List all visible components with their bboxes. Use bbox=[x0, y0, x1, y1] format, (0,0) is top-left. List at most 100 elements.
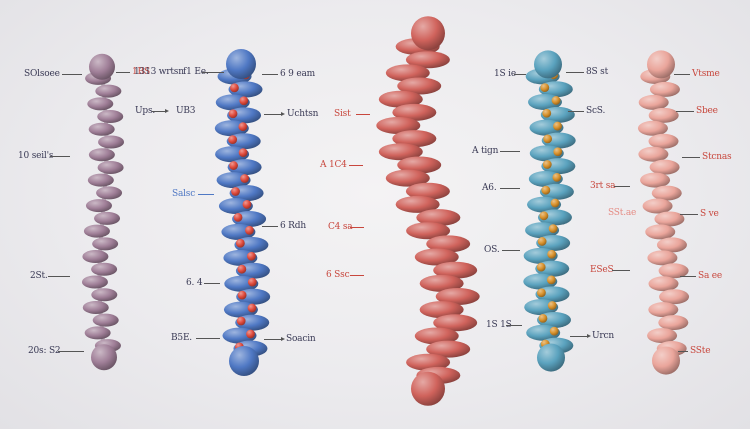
purple-chain-top-sphere bbox=[89, 53, 115, 80]
red-chain-top-sphere bbox=[411, 16, 445, 51]
red-chain-segment bbox=[392, 103, 437, 121]
pink-label-9: SSt.ae bbox=[608, 208, 637, 218]
purple-label-5: 20s: S2 bbox=[28, 346, 61, 356]
red-chain-segment bbox=[426, 235, 471, 253]
teal-chain-accent-bead bbox=[549, 326, 559, 336]
pink-leader-6 bbox=[612, 270, 630, 271]
blue-chain-accent-bead bbox=[237, 264, 247, 274]
teal-chain-accent-bead bbox=[540, 83, 550, 93]
red-chain-segment bbox=[405, 51, 450, 69]
red-chain-segment bbox=[416, 209, 461, 227]
pink-label-2: Sbee bbox=[696, 106, 718, 116]
teal-chain-accent-bead bbox=[542, 160, 552, 169]
blue-label-4: Salsc bbox=[172, 189, 196, 199]
pink-label-7: Sa ee bbox=[698, 271, 723, 281]
blue-leader-9 bbox=[264, 112, 285, 116]
blue-chain-accent-bead bbox=[233, 212, 243, 222]
red-chain-segment bbox=[426, 340, 471, 358]
red-chain-segment bbox=[405, 182, 450, 200]
blue-leader-6 bbox=[196, 338, 220, 339]
red-label-4: 6 Ssc bbox=[326, 270, 350, 280]
teal-chain-accent-bead bbox=[547, 249, 557, 259]
purple-leader-3 bbox=[50, 156, 70, 157]
blue-chain-accent-bead bbox=[236, 316, 246, 326]
purple-chain-segment bbox=[81, 275, 108, 289]
pink-label-3: Stcnas bbox=[702, 152, 732, 162]
purple-leader-2 bbox=[116, 72, 130, 73]
blue-label-6: B5E. bbox=[171, 333, 192, 343]
pink-chain-segment bbox=[659, 289, 690, 305]
pink-chain-segment bbox=[658, 315, 689, 331]
purple-leader-5 bbox=[58, 351, 84, 352]
blue-chain-accent-bead bbox=[229, 161, 238, 170]
pink-leader-8 bbox=[678, 351, 688, 352]
blue-chain-accent-bead bbox=[238, 148, 248, 158]
blue-chain-accent-bead bbox=[246, 329, 255, 339]
purple-chain-bottom-sphere bbox=[91, 344, 117, 371]
purple-chain-segment bbox=[82, 250, 109, 264]
teal-leader-2 bbox=[566, 72, 584, 73]
red-chain-bottom-sphere bbox=[411, 371, 445, 406]
blue-leader-3 bbox=[202, 72, 224, 73]
pink-label-4: 3rt sa bbox=[590, 181, 616, 191]
teal-label-6: OS. bbox=[484, 245, 500, 255]
teal-leader-8 bbox=[570, 334, 591, 338]
pink-chain-segment bbox=[640, 172, 671, 188]
red-chain-segment bbox=[433, 314, 478, 332]
blue-chain-accent-bead bbox=[235, 238, 245, 248]
purple-label-1: SOlsoee bbox=[24, 69, 60, 79]
purple-leader-4 bbox=[48, 276, 70, 277]
pink-label-8: SSte bbox=[690, 346, 711, 356]
red-chain-segment bbox=[395, 195, 440, 213]
blue-chain-bottom-sphere bbox=[229, 346, 259, 376]
teal-leader-3 bbox=[568, 111, 584, 112]
red-chain-segment bbox=[419, 274, 464, 292]
pink-chain-segment bbox=[647, 250, 678, 266]
red-chain-segment bbox=[378, 90, 423, 108]
blue-leader-5 bbox=[204, 283, 220, 284]
pink-chain-segment bbox=[637, 120, 668, 136]
teal-chain-accent-bead bbox=[553, 147, 563, 157]
pink-chain-segment bbox=[648, 276, 679, 292]
purple-chain-segment bbox=[82, 300, 109, 314]
teal-label-1: 1S ie bbox=[494, 69, 516, 79]
red-chain-segment bbox=[419, 301, 464, 319]
red-chain-segment bbox=[376, 117, 421, 134]
teal-chain-accent-bead bbox=[546, 275, 556, 285]
teal-leader-4 bbox=[500, 151, 520, 152]
red-chain-segment bbox=[385, 169, 430, 187]
blue-leader-10 bbox=[262, 226, 278, 227]
red-leader-1 bbox=[356, 114, 370, 115]
teal-chain-accent-bead bbox=[552, 172, 562, 182]
teal-chain-accent-bead bbox=[536, 262, 546, 272]
teal-chain-accent-bead bbox=[537, 237, 547, 246]
red-chain-segment bbox=[397, 156, 442, 174]
pink-chain-segment bbox=[638, 94, 669, 110]
blue-chain-accent-bead bbox=[247, 251, 256, 261]
pink-chain-segment bbox=[648, 133, 679, 149]
pink-leader-5 bbox=[680, 214, 698, 215]
red-chain-segment bbox=[392, 130, 437, 148]
purple-chain-segment bbox=[95, 84, 122, 98]
purple-chain-segment bbox=[92, 313, 119, 327]
red-label-1: Sist bbox=[334, 109, 351, 119]
blue-label-9: Uchtsn bbox=[287, 109, 319, 119]
teal-leader-6 bbox=[502, 250, 520, 251]
red-chain-segment bbox=[378, 143, 423, 161]
blue-leader-4 bbox=[198, 194, 214, 195]
teal-chain-accent-bead bbox=[547, 301, 557, 310]
teal-chain-accent-bead bbox=[537, 288, 546, 298]
red-chain-segment bbox=[414, 248, 459, 266]
pink-label-1: Vtsme bbox=[692, 69, 720, 79]
blue-label-10: 6 Rdh bbox=[280, 221, 306, 231]
purple-chain-segment bbox=[85, 199, 112, 213]
pink-chain-segment bbox=[645, 224, 676, 240]
pink-chain-segment bbox=[651, 185, 682, 201]
red-leader-3 bbox=[350, 227, 364, 228]
pink-label-6: ESeS bbox=[590, 265, 614, 275]
blue-chain-accent-bead bbox=[228, 109, 238, 119]
pink-chain-bottom-sphere bbox=[652, 346, 680, 375]
pink-chain-segment bbox=[654, 211, 685, 227]
pink-leader-2 bbox=[676, 111, 694, 112]
